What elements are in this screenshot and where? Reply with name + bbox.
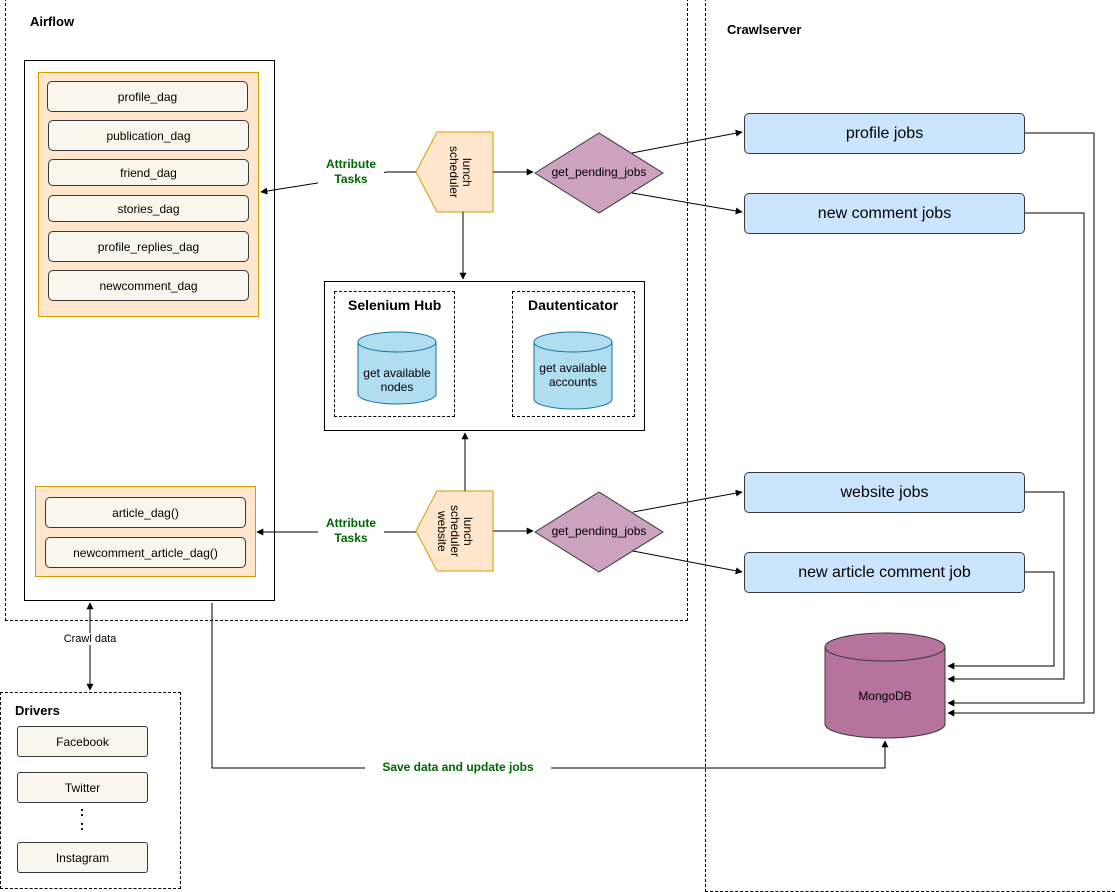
new-article-comment-job[interactable]: new article comment job bbox=[744, 552, 1025, 593]
accounts-db-label: get available accounts bbox=[539, 361, 607, 389]
decision-label-1: get_pending_jobs bbox=[551, 165, 647, 179]
driver-twitter[interactable]: Twitter bbox=[17, 772, 148, 803]
decision-shape-2[interactable] bbox=[534, 491, 664, 573]
airflow-group bbox=[5, 0, 688, 621]
dag-article[interactable]: article_dag() bbox=[45, 497, 246, 528]
dag-publication[interactable]: publication_dag bbox=[48, 120, 249, 151]
new-comment-jobs[interactable]: new comment jobs bbox=[744, 193, 1025, 234]
scheduler-label-2: lunch scheduler website bbox=[435, 504, 475, 558]
cylinder-accounts bbox=[533, 331, 613, 410]
drivers-title: Drivers bbox=[15, 703, 60, 718]
decision-label-2: get_pending_jobs bbox=[551, 524, 647, 538]
dag-profile-replies[interactable]: profile_replies_dag bbox=[48, 231, 249, 262]
dag-friend[interactable]: friend_dag bbox=[48, 159, 249, 186]
attribute-tasks-label-2: Attribute Tasks bbox=[318, 516, 384, 546]
scheduler-label-1: lunch scheduler bbox=[447, 145, 474, 199]
selenium-hub-group bbox=[334, 291, 455, 417]
save-data-label: Save data and update jobs bbox=[365, 760, 551, 775]
dag-profile[interactable]: profile_dag bbox=[47, 81, 248, 112]
mongodb-label: MongoDB bbox=[858, 689, 912, 703]
drivers-ellipsis: : : bbox=[79, 803, 85, 833]
dag-newcomment[interactable]: newcomment_dag bbox=[48, 270, 249, 301]
selenium-hub-title: Selenium Hub bbox=[348, 297, 442, 313]
cylinder-nodes bbox=[357, 331, 437, 405]
dautenticator-title: Dautenticator bbox=[528, 297, 619, 313]
driver-instagram[interactable]: Instagram bbox=[17, 842, 148, 873]
airflow-title: Airflow bbox=[30, 14, 75, 29]
driver-facebook[interactable]: Facebook bbox=[17, 726, 148, 757]
dautenticator-group bbox=[512, 291, 635, 417]
dag-stories[interactable]: stories_dag bbox=[48, 195, 249, 222]
website-jobs[interactable]: website jobs bbox=[744, 472, 1025, 513]
drivers-group bbox=[0, 692, 181, 889]
dag-newcomment-article[interactable]: newcomment_article_dag() bbox=[45, 537, 246, 568]
decision-shape-1[interactable] bbox=[534, 132, 664, 214]
crawlserver-title: Crawlserver bbox=[727, 22, 802, 37]
attribute-tasks-label-1: Attribute Tasks bbox=[318, 157, 384, 187]
profile-jobs[interactable]: profile jobs bbox=[744, 113, 1025, 154]
crawl-data-label: Crawl data bbox=[58, 633, 122, 645]
cylinder-mongodb bbox=[824, 632, 946, 739]
nodes-db-label: get available nodes bbox=[363, 366, 431, 394]
